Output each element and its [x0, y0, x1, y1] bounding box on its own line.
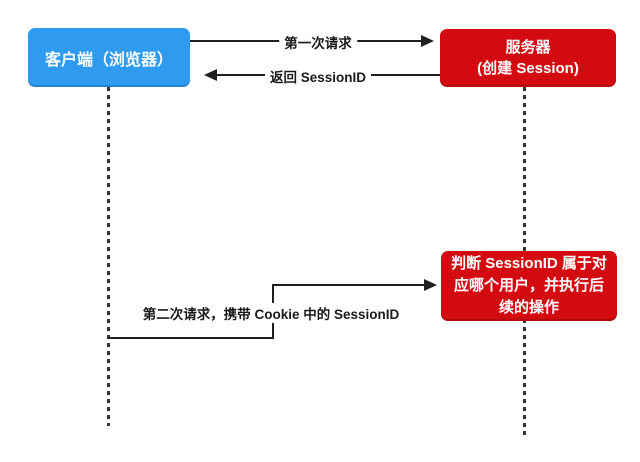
arrowhead-right-icon: [424, 279, 437, 291]
server-node-label-line2: (创建 Session): [477, 60, 579, 77]
process-node-label-line1: 判断 SessionID 属于对: [451, 255, 607, 272]
server-node: 服务器 (创建 Session): [440, 29, 616, 87]
second-request-line-top: [272, 284, 426, 286]
second-request-line-bottom: [108, 337, 274, 339]
first-request-label: 第一次请求: [279, 32, 357, 52]
process-node-label-line3: 续的操作: [498, 299, 559, 316]
process-node-label-line2: 应哪个用户，并执行后: [453, 277, 604, 294]
arrowhead-left-icon: [204, 69, 217, 81]
return-sessionid-label: 返回 SessionID: [264, 66, 372, 86]
client-node: 客户端（浏览器）: [28, 28, 190, 87]
client-lifeline-dashed: [107, 87, 110, 426]
arrowhead-right-icon: [421, 35, 434, 47]
client-node-label: 客户端（浏览器）: [44, 51, 173, 69]
second-request-label: 第二次请求，携带 Cookie 中的 SessionID: [137, 303, 405, 323]
process-node: 判断 SessionID 属于对 应哪个用户，并执行后 续的操作: [441, 251, 617, 321]
server-node-label-line1: 服务器: [505, 39, 551, 56]
